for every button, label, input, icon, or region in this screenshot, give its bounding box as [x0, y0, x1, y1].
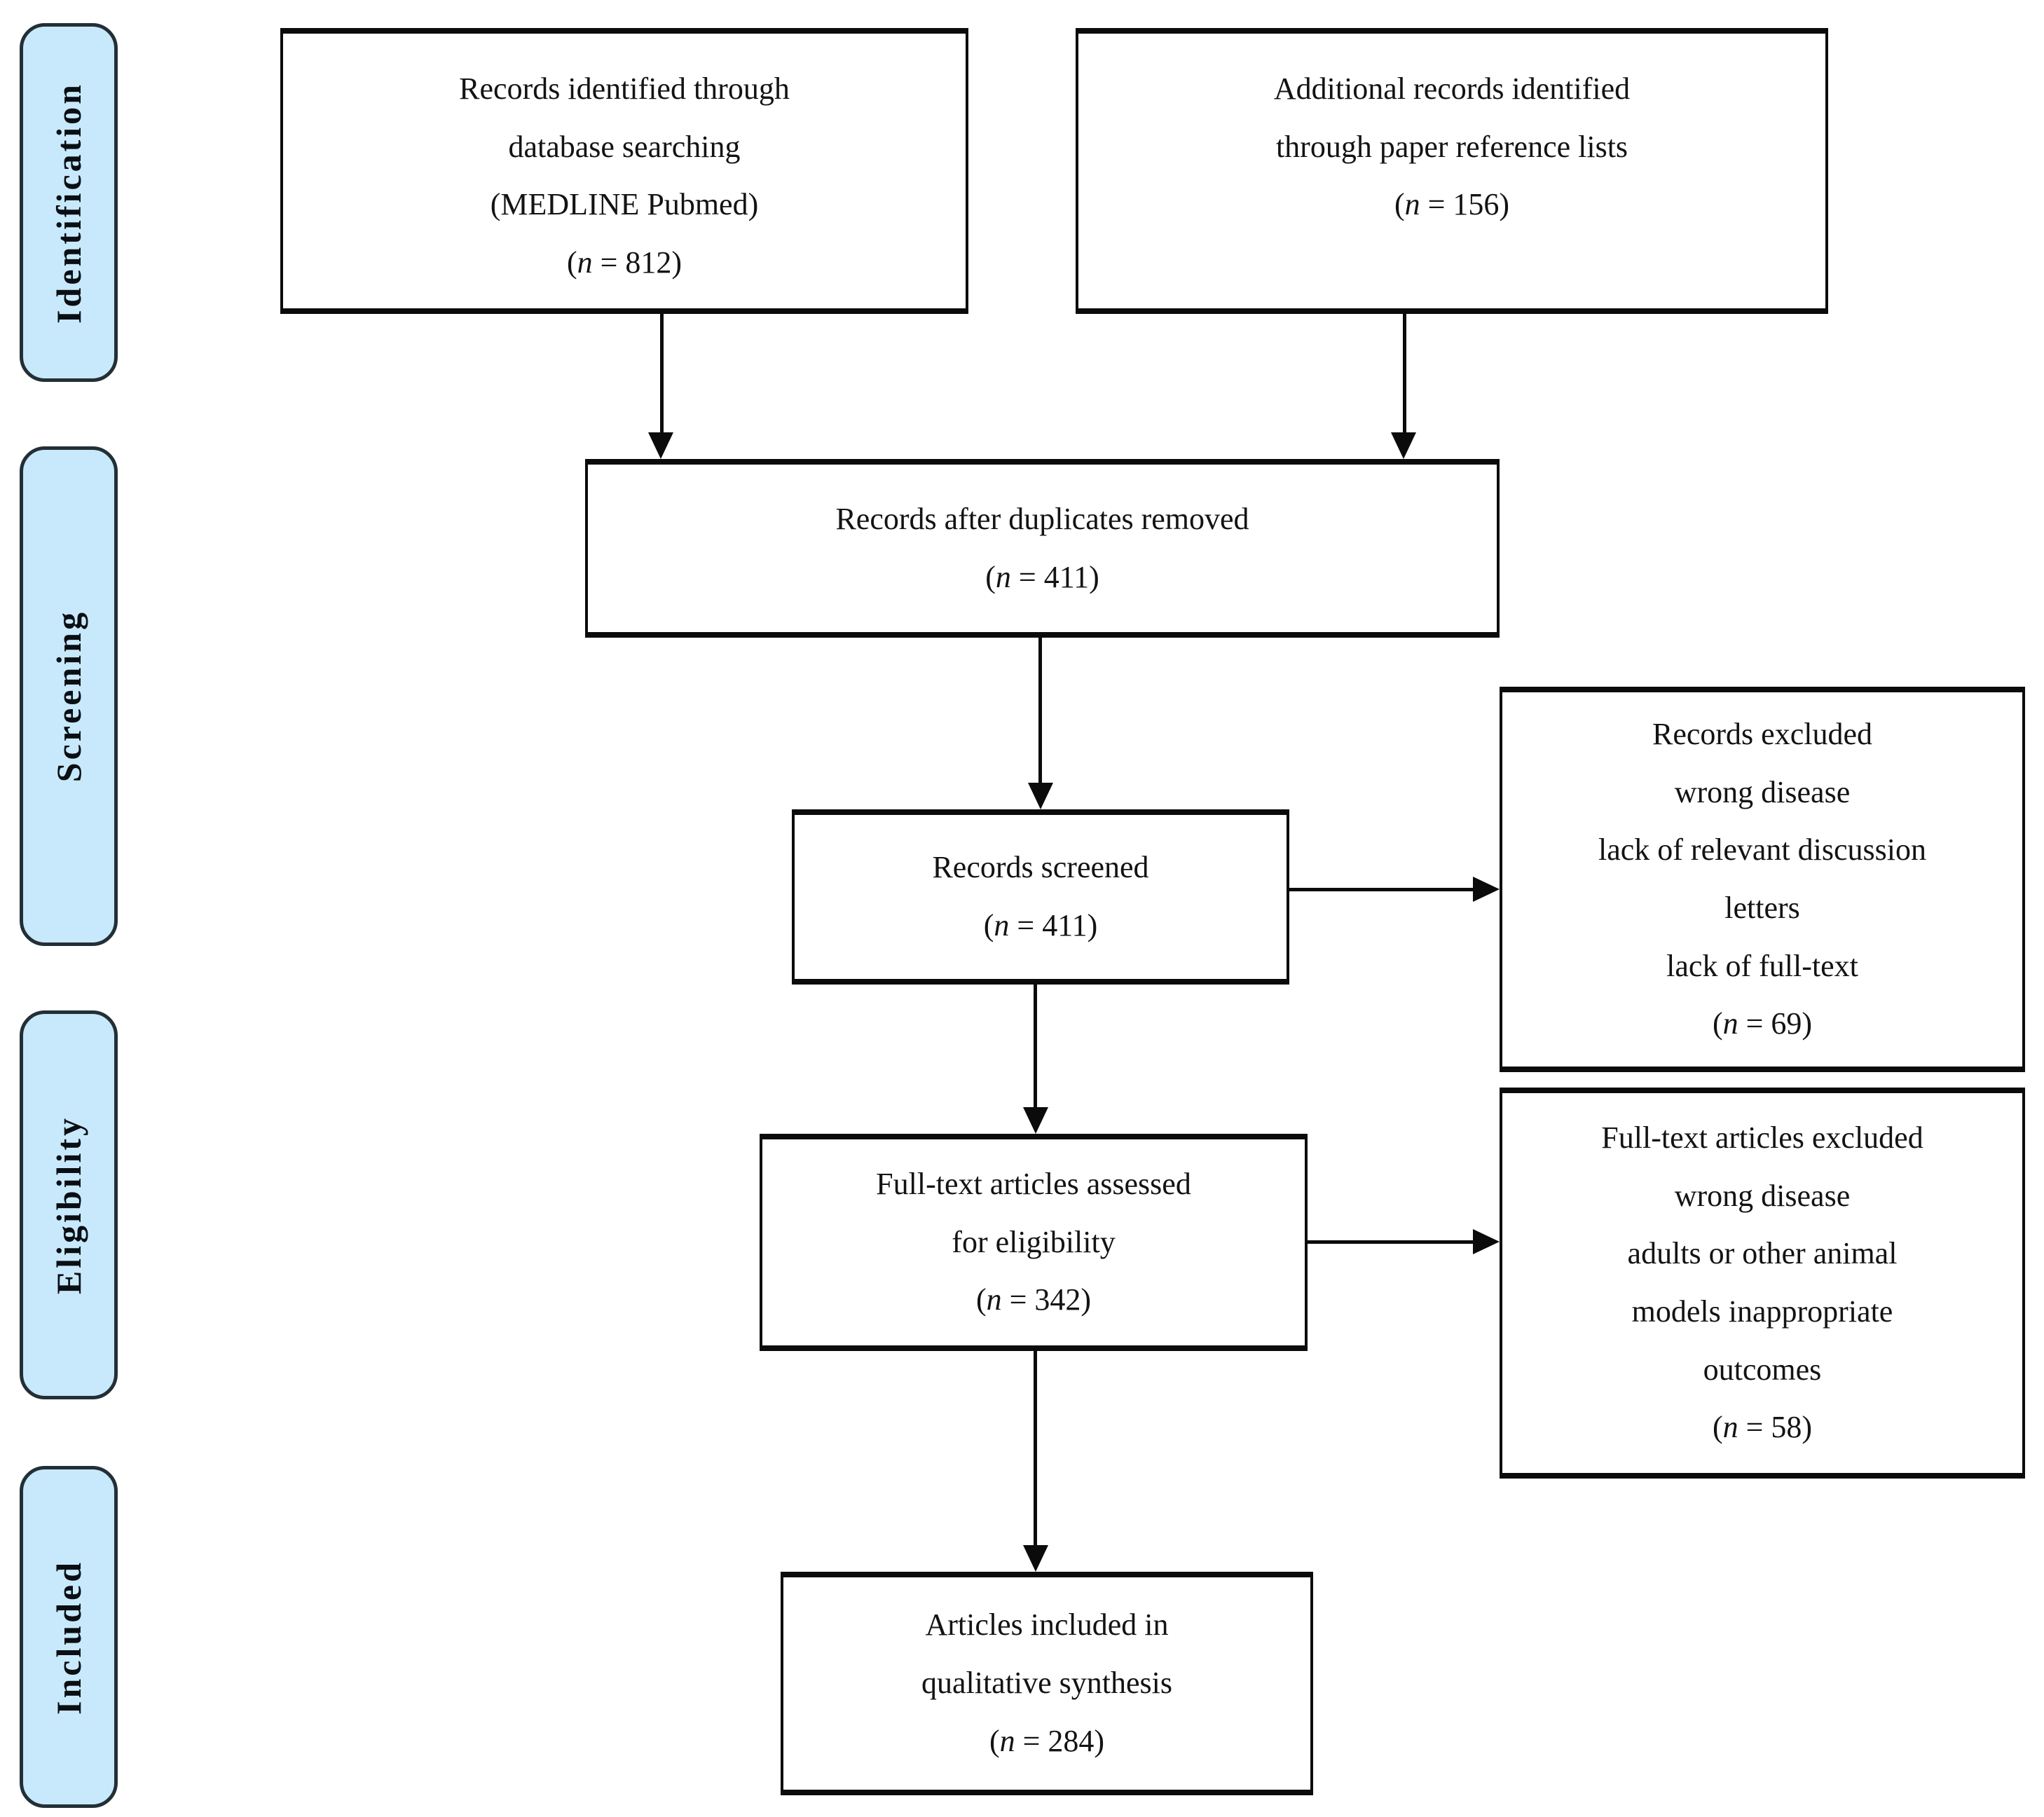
connector-screened-to-fulltext [1034, 985, 1037, 1110]
box-text-line: outcomes [1703, 1352, 1822, 1387]
box-text-line: Full-text articles excluded [1601, 1120, 1923, 1155]
arrowhead-down-icon [648, 432, 673, 459]
box-records-excluded: Records excluded wrong disease lack of r… [1500, 687, 2025, 1072]
record-count: (n = 156) [1394, 176, 1509, 234]
box-fulltext-excluded: Full-text articles excluded wrong diseas… [1500, 1088, 2025, 1479]
box-records-identified: Records identified through database sear… [280, 28, 968, 314]
box-additional-records: Additional records identified through pa… [1076, 28, 1828, 314]
connector-duplicates-to-screened [1038, 638, 1042, 784]
count-variable: n [1722, 1410, 1738, 1445]
box-records-screened: Records screened (n = 411) [792, 809, 1289, 985]
box-text-line: Full-text articles assessed [876, 1166, 1191, 1201]
count-variable: n [577, 245, 593, 280]
count-value: = 156) [1420, 187, 1510, 222]
box-text-line: lack of relevant discussion [1598, 832, 1926, 868]
arrowhead-right-icon [1473, 877, 1500, 902]
connector-identified-to-duplicates [660, 314, 664, 434]
count-open: ( [566, 245, 577, 280]
count-open: ( [1712, 1006, 1723, 1041]
record-count: (n = 411) [985, 549, 1099, 607]
record-count: (n = 342) [976, 1271, 1091, 1329]
box-text-line: adults or other animal [1627, 1236, 1898, 1271]
box-text-line: wrong disease [1674, 774, 1851, 809]
count-variable: n [986, 1282, 1002, 1317]
stage-identification-label: Identification [49, 81, 88, 324]
stage-eligibility: Eligibility [20, 1010, 118, 1399]
count-variable: n [1404, 187, 1420, 222]
box-fulltext-assessed: Full-text articles assessed for eligibil… [760, 1134, 1308, 1351]
count-open: ( [975, 1282, 987, 1317]
stage-identification: Identification [20, 23, 118, 382]
box-text-line: through paper reference lists [1275, 129, 1628, 164]
arrowhead-down-icon [1023, 1545, 1048, 1572]
box-text-line: letters [1724, 891, 1800, 925]
count-open: ( [1394, 187, 1405, 222]
arrowhead-right-icon [1473, 1229, 1500, 1254]
count-open: ( [983, 908, 994, 942]
box-duplicates-removed: Records after duplicates removed (n = 41… [585, 459, 1500, 638]
stage-screening-label: Screening [49, 610, 88, 783]
count-variable: n [1722, 1006, 1738, 1041]
box-text-line: Articles included in [925, 1607, 1169, 1643]
record-count: (n = 284) [989, 1713, 1104, 1771]
count-variable: n [994, 908, 1010, 942]
connector-fulltext-to-included [1034, 1351, 1037, 1547]
stage-eligibility-label: Eligibility [49, 1115, 88, 1295]
count-variable: n [995, 559, 1011, 594]
stage-included-label: Included [49, 1559, 88, 1715]
stage-included: Included [20, 1466, 118, 1808]
box-articles-included: Articles included in qualitative synthes… [781, 1572, 1313, 1795]
count-open: ( [989, 1723, 1000, 1758]
box-text-line: Additional records identified [1273, 71, 1631, 106]
box-text-line: database searching [508, 129, 741, 164]
connector-additional-to-duplicates [1403, 314, 1406, 434]
connector-screened-to-excluded [1289, 888, 1476, 891]
arrowhead-down-icon [1023, 1107, 1048, 1134]
box-text-line: lack of full-text [1666, 948, 1858, 983]
count-open: ( [985, 559, 996, 594]
box-text-line: (MEDLINE Pubmed) [490, 187, 759, 222]
box-text-line: Records identified through [459, 71, 790, 106]
count-open: ( [1712, 1410, 1723, 1445]
box-text-line: Records after duplicates removed [835, 501, 1249, 536]
box-text-line: for eligibility [952, 1224, 1116, 1259]
box-text-line: Records screened [932, 850, 1149, 885]
count-value: = 284) [1015, 1723, 1105, 1758]
arrowhead-down-icon [1028, 783, 1053, 809]
connector-fulltext-to-excluded [1308, 1240, 1476, 1244]
record-count: (n = 58) [1713, 1399, 1812, 1457]
count-variable: n [999, 1723, 1015, 1758]
count-value: = 342) [1001, 1282, 1092, 1317]
count-value: = 411) [1010, 559, 1099, 594]
count-value: = 69) [1738, 1006, 1813, 1041]
arrowhead-down-icon [1391, 432, 1416, 459]
box-text-line: qualitative synthesis [921, 1666, 1173, 1701]
count-value: = 411) [1009, 908, 1098, 942]
box-text-line: models inappropriate [1631, 1294, 1893, 1329]
box-text-line: Records excluded [1652, 716, 1872, 751]
count-value: = 58) [1738, 1410, 1813, 1445]
record-count: (n = 812) [567, 234, 682, 292]
box-text-line: wrong disease [1674, 1178, 1851, 1213]
record-count: (n = 411) [984, 897, 1098, 955]
stage-screening: Screening [20, 446, 118, 946]
record-count: (n = 69) [1713, 995, 1812, 1053]
count-value: = 812) [592, 245, 683, 280]
